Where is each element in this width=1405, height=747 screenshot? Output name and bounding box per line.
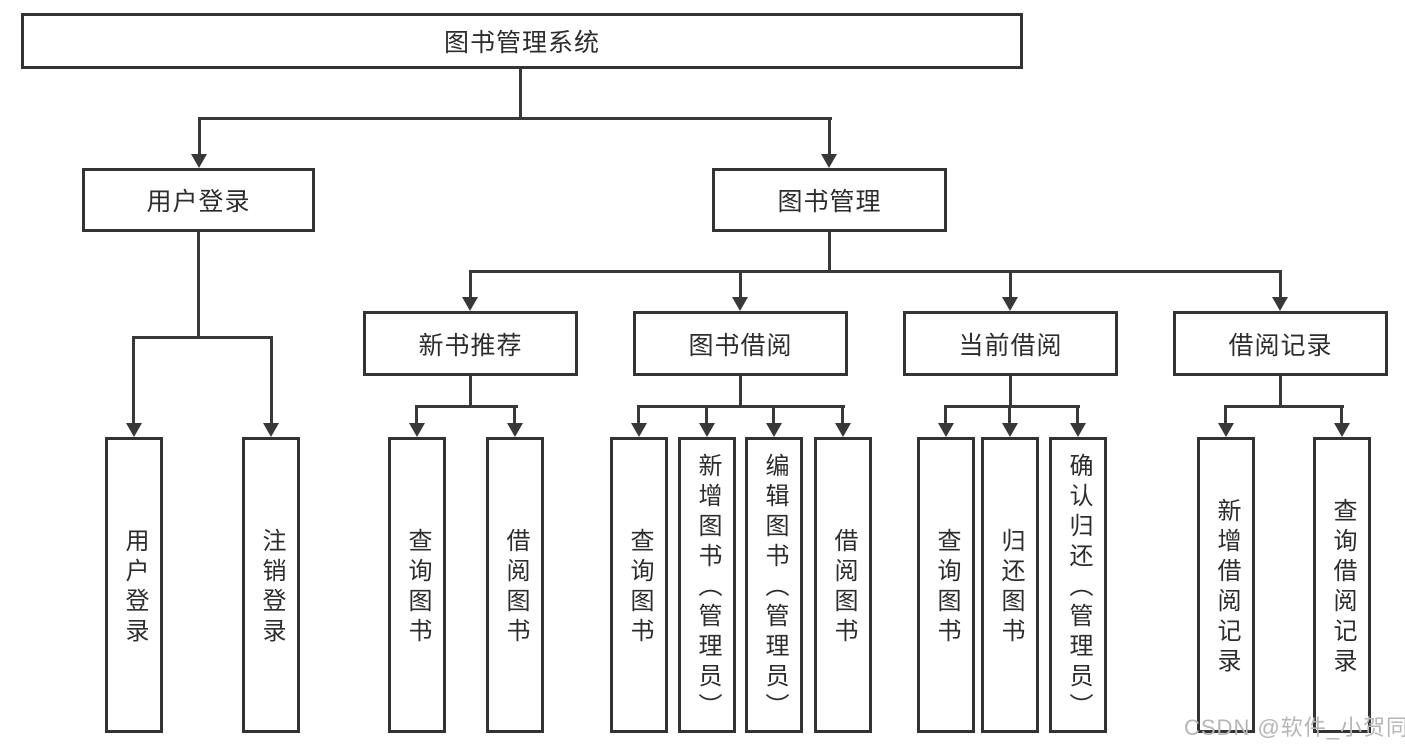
leaf-add-borrow-record: 新增借阅记录 [1197,437,1255,733]
connector-line [944,406,947,423]
connector-line [828,232,831,270]
node-borrowing-records: 借阅记录 [1173,311,1388,376]
connector-line [198,117,832,120]
connector-line [1224,405,1344,408]
arrow-down-icon [766,423,782,437]
arrow-down-icon [507,423,523,437]
connector-line [197,232,200,336]
connector-line [1340,406,1343,423]
leaf-query-books-current: 查询图书 [917,437,975,733]
leaf-logout: 注销登录 [242,437,300,733]
connector-line [469,270,1282,273]
arrow-down-icon [821,154,837,168]
connector-line [637,405,845,408]
arrow-down-icon [191,154,207,168]
connector-line [772,406,775,423]
connector-line [828,118,831,156]
connector-line [1279,376,1282,405]
node-book-management: 图书管理 [712,168,947,232]
node-current-borrowing: 当前借阅 [903,311,1118,376]
connector-line [739,271,742,298]
connector-line [270,337,273,423]
arrow-down-icon [732,297,748,311]
arrow-down-icon [263,423,279,437]
connector-line [519,69,522,118]
arrow-down-icon [1002,297,1018,311]
leaf-query-books-recommend: 查询图书 [388,437,446,733]
connector-line [469,271,472,298]
connector-line [944,405,1080,408]
leaf-add-book-admin: 新增图书（管理员） [678,437,736,733]
connector-line [705,406,708,423]
connector-line [637,406,640,423]
arrow-down-icon [835,423,851,437]
node-user-login: 用户登录 [82,168,315,232]
connector-line [132,336,273,339]
leaf-user-login: 用户登录 [105,437,163,733]
arrow-down-icon [699,423,715,437]
connector-line [1224,406,1227,423]
node-root-library-system: 图书管理系统 [21,13,1023,69]
arrow-down-icon [1002,423,1018,437]
arrow-down-icon [126,423,142,437]
connector-line [415,405,518,408]
arrow-down-icon [409,423,425,437]
connector-line [739,376,742,405]
connector-line [198,118,201,156]
leaf-return-books: 归还图书 [981,437,1039,733]
connector-line [469,376,472,405]
connector-line [1008,406,1011,423]
csdn-watermark: CSDN @软件_小贺同学 [1184,715,1405,740]
leaf-confirm-return-admin: 确认归还（管理员） [1049,437,1107,733]
arrow-down-icon [1218,423,1234,437]
arrow-down-icon [938,423,954,437]
node-book-borrowing: 图书借阅 [633,311,848,376]
connector-line [1279,271,1282,298]
connector-line [132,337,135,423]
arrow-down-icon [462,297,478,311]
connector-line [1076,406,1079,423]
leaf-edit-book-admin: 编辑图书（管理员） [745,437,803,733]
leaf-query-borrow-record: 查询借阅记录 [1313,437,1371,733]
leaf-borrow-books-recommend: 借阅图书 [486,437,544,733]
connector-line [415,406,418,423]
arrow-down-icon [1272,297,1288,311]
arrow-down-icon [1334,423,1350,437]
connector-line [841,406,844,423]
connector-line [513,406,516,423]
leaf-borrow-books-borrowing: 借阅图书 [814,437,872,733]
arrow-down-icon [631,423,647,437]
arrow-down-icon [1070,423,1086,437]
node-new-book-recommend: 新书推荐 [363,311,578,376]
leaf-query-books-borrowing: 查询图书 [610,437,668,733]
connector-line [1009,376,1012,405]
connector-line [1009,271,1012,298]
